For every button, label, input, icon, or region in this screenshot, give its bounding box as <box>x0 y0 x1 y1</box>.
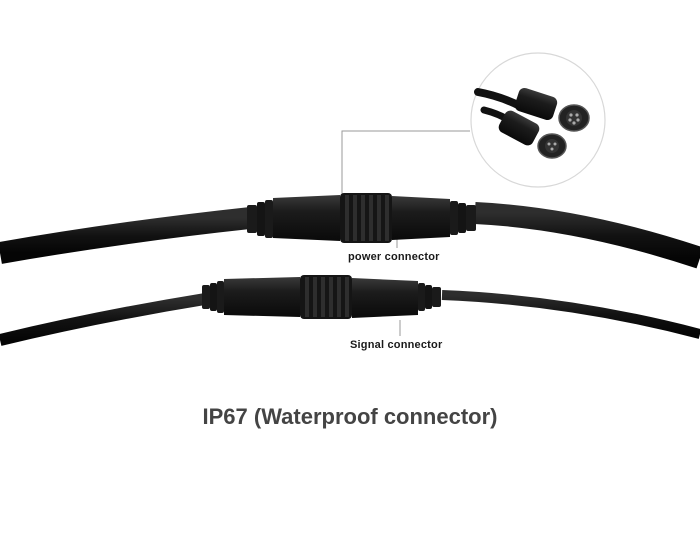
caption-title: IP67 (Waterproof connector) <box>202 404 498 429</box>
detail-inset <box>470 52 606 188</box>
power-connector <box>247 193 476 243</box>
signal-connector-label: Signal connector <box>350 339 443 351</box>
inset-connector-upper <box>514 87 590 132</box>
power-cable <box>0 202 700 269</box>
inset-connector-lower <box>498 110 567 159</box>
signal-cable <box>0 290 700 346</box>
power-connector-label: power connector <box>348 251 440 263</box>
signal-connector <box>202 275 441 319</box>
